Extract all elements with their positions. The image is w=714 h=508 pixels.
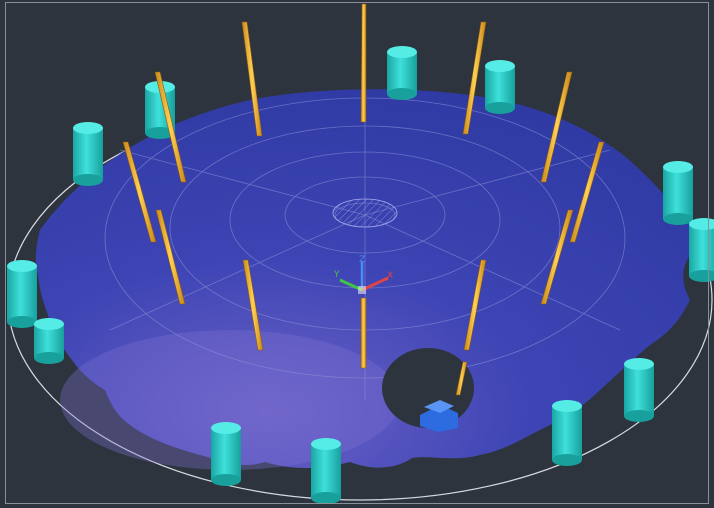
cylinder	[311, 438, 341, 504]
rod	[360, 3, 367, 123]
cylinder	[689, 218, 714, 282]
rod	[242, 259, 264, 351]
rod	[122, 141, 157, 243]
rod	[155, 209, 186, 305]
center-hatch-pad	[332, 198, 398, 228]
rod	[463, 259, 487, 351]
rod	[455, 361, 468, 396]
cylinder	[663, 161, 693, 225]
cylinder	[73, 122, 103, 186]
cylinder	[34, 318, 64, 364]
cylinder	[552, 400, 582, 466]
cylinder	[387, 46, 417, 100]
rod	[540, 71, 573, 183]
rod	[462, 21, 487, 135]
cylinder	[7, 260, 37, 328]
cylinder	[211, 422, 241, 486]
rod	[360, 297, 367, 369]
plate-shading	[60, 330, 400, 470]
y-axis-label: Y	[333, 270, 340, 280]
rod	[241, 21, 263, 137]
cylinders-front	[7, 260, 654, 504]
cylinder	[485, 60, 515, 114]
ucs-origin	[358, 286, 366, 294]
rod	[154, 71, 187, 183]
hole-part	[420, 400, 458, 432]
x-axis-label: X	[387, 271, 393, 281]
x-axis-line	[361, 276, 389, 292]
cylinder	[624, 358, 654, 422]
ucs-icon[interactable]: Z X Y	[333, 255, 393, 294]
rod	[540, 209, 574, 305]
base-plate[interactable]	[35, 89, 696, 468]
plate-hole[interactable]	[382, 348, 474, 428]
rod	[569, 141, 605, 243]
rods	[122, 3, 605, 396]
z-axis-label: Z	[359, 255, 365, 265]
